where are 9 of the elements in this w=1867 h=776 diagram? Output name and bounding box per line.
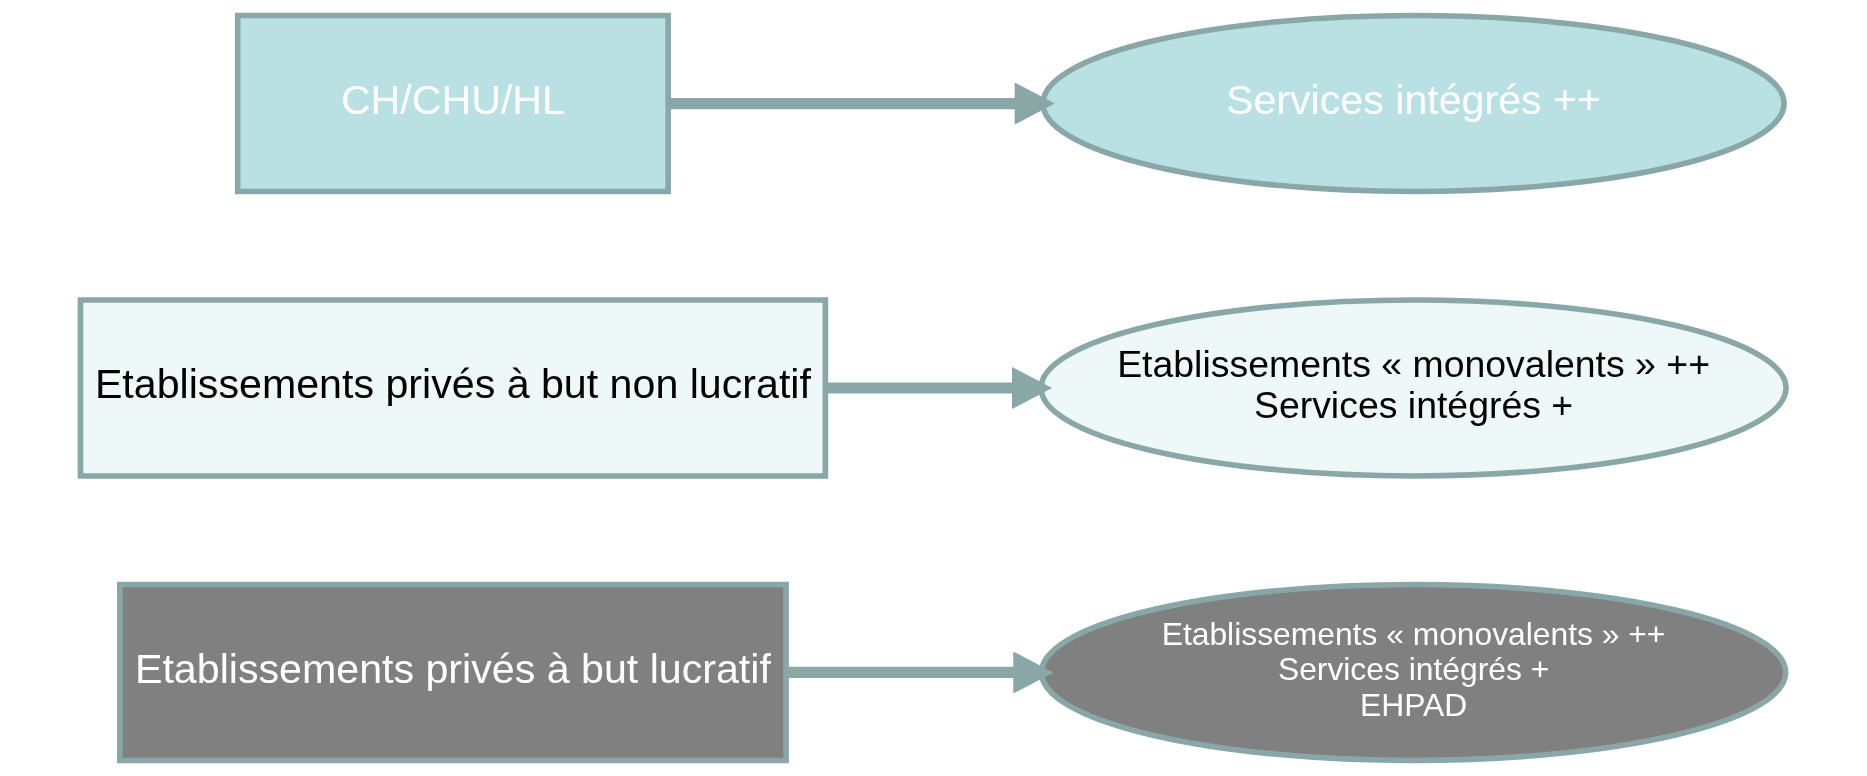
node-box: CH/CHU/HL [234,12,671,195]
node-ellipse: Services intégrés ++ [1040,12,1787,195]
arrow [668,82,1055,125]
arrow [786,651,1054,694]
node-ellipse: Etablissements « monovalents » ++ Services intégrés + EHPAD [1038,581,1789,764]
node-ellipse: Etablissements « monovalents » ++ Services intégrés + [1038,297,1789,479]
arrow [825,366,1053,410]
node-box: Etablissements privés à but non lucratif [77,297,829,479]
node-box: Etablissements privés à but lucratif [117,581,789,764]
